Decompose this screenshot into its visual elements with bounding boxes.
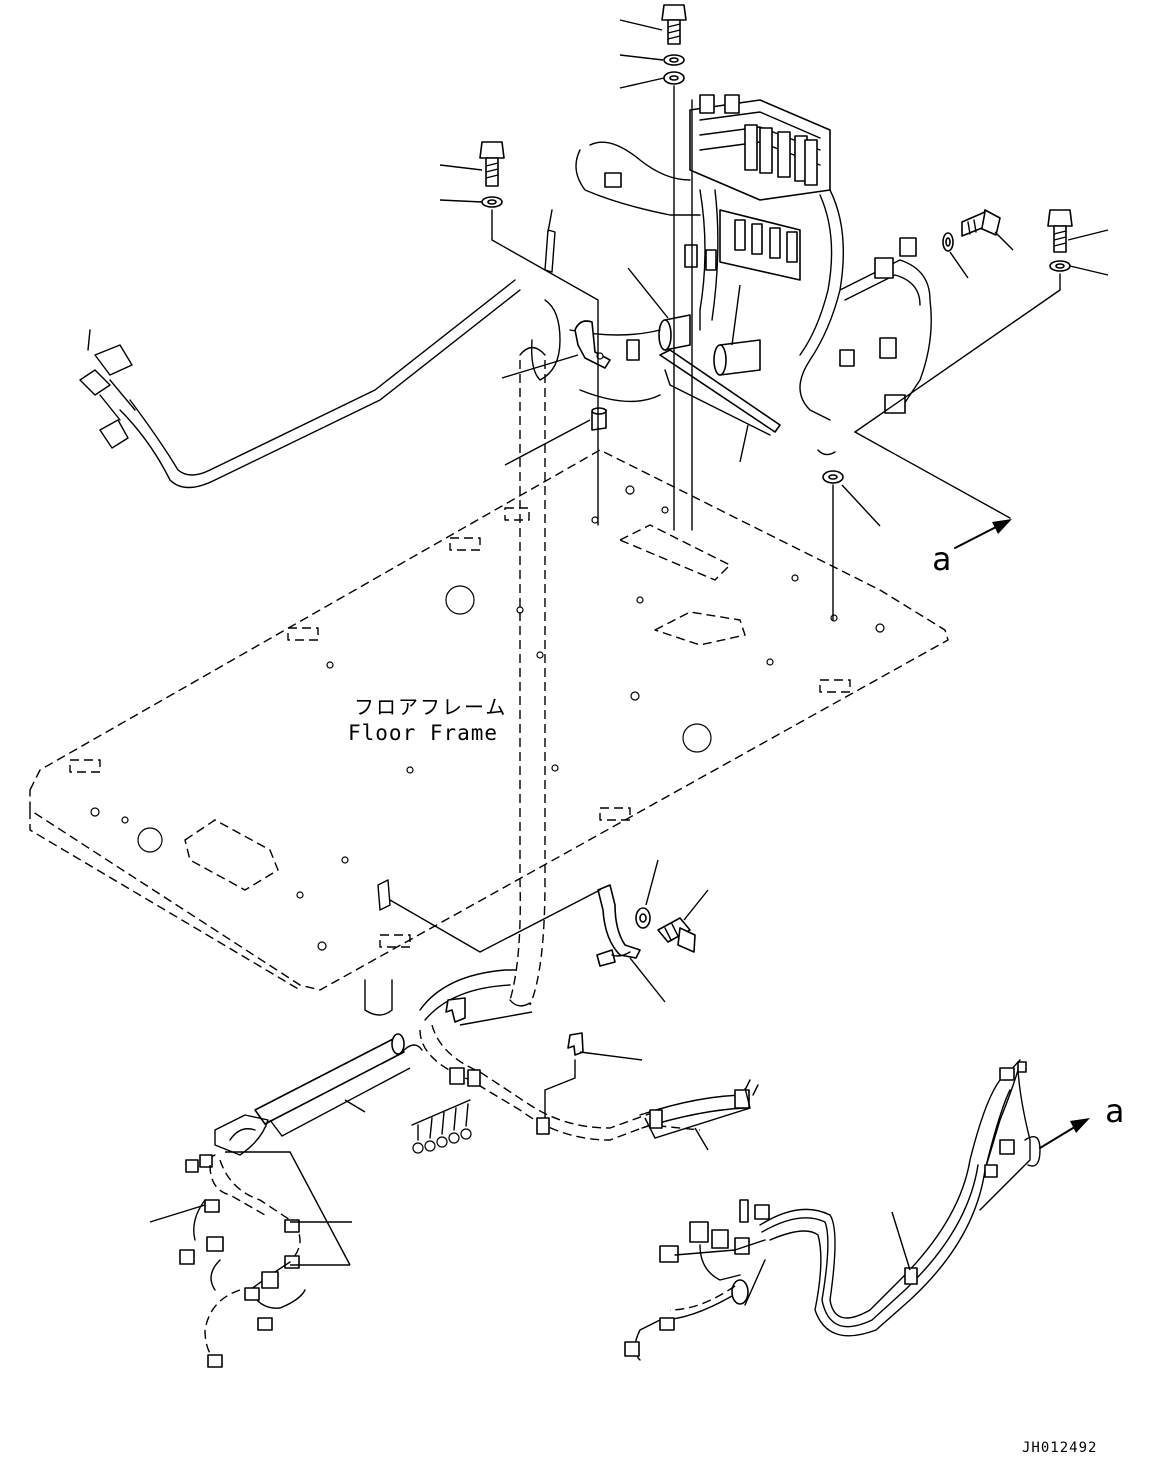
view-marker-bottom: a [1105, 1092, 1124, 1130]
washer-right-lower [822, 470, 844, 484]
frame-holes [90, 485, 885, 951]
ground-cable [596, 884, 641, 967]
floor-frame [29, 449, 949, 1016]
arrow-view-a-bottom [1039, 1118, 1090, 1149]
view-marker-top: a [932, 540, 951, 578]
washer-top-2 [663, 71, 685, 85]
leader-lines-lower-left [149, 1151, 352, 1266]
washer-far-right [1049, 260, 1071, 272]
washer-top-1 [663, 54, 685, 66]
lower-left-harness [179, 1114, 306, 1368]
bolt-far-right [1047, 209, 1073, 253]
leader-lines-upper [439, 19, 1109, 527]
relay-row [744, 124, 818, 186]
arrow-icon [1070, 1118, 1090, 1133]
left-long-harness [79, 279, 521, 489]
floor-frame-label-jp: フロアフレーム [354, 695, 507, 719]
drawing-number: JH012492 [1022, 1440, 1097, 1456]
arrow-icon [992, 519, 1012, 534]
lower-right-harness [624, 1059, 1041, 1361]
washer-lower [635, 907, 651, 929]
clamp-upper [574, 320, 611, 369]
lower-harness [254, 969, 759, 1154]
ring-terminals [411, 1099, 472, 1154]
fuse-relay-assembly [530, 94, 932, 436]
bolt-left [479, 141, 505, 187]
spacer [591, 407, 607, 431]
washer-right-1 [942, 232, 954, 252]
bolt-right-horizontal [961, 209, 1001, 237]
bolt-lower [657, 917, 696, 953]
arrow-view-a-top [854, 431, 1012, 549]
floor-frame-label-en: Floor Frame [348, 721, 498, 745]
washer-left [481, 196, 503, 208]
bolt-top-center [661, 4, 687, 45]
